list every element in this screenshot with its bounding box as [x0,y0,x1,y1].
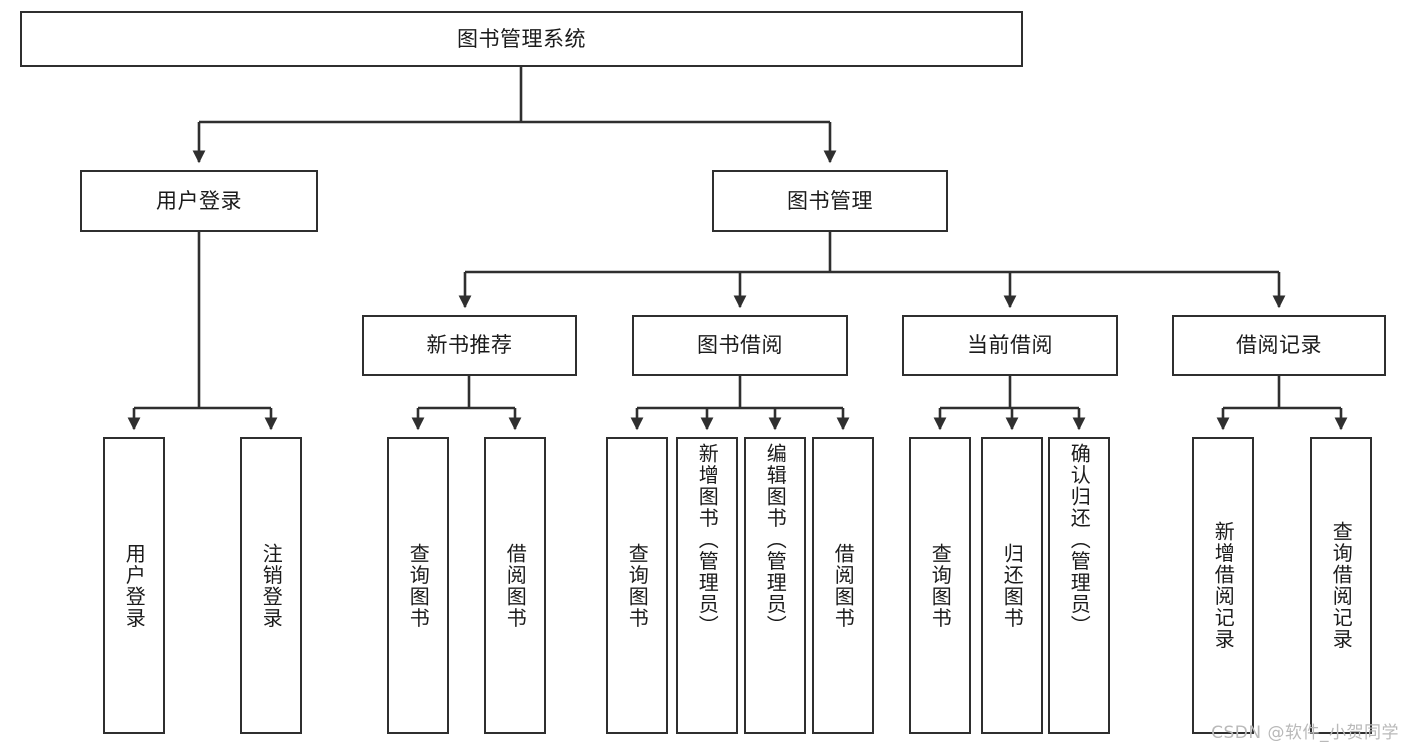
leaf-rec-add-label: 新增借阅记录 [1211,521,1236,650]
node-root[interactable]: 图书管理系统 [20,11,1023,67]
leaf-cur-confirm-label: 确认归还（管理员） [1067,443,1092,637]
node-current-borrow-label: 当前借阅 [967,333,1053,358]
leaf-cur-confirm[interactable]: 确认归还（管理员） [1048,437,1110,734]
leaf-rec-add[interactable]: 新增借阅记录 [1192,437,1254,734]
leaf-user-logout[interactable]: 注销登录 [240,437,302,734]
leaf-borrow-do-label: 借阅图书 [831,542,856,629]
leaf-rec-borrow[interactable]: 借阅图书 [484,437,546,734]
node-book-manage-label: 图书管理 [787,188,873,213]
leaf-rec-query2-label: 查询借阅记录 [1329,521,1354,650]
leaf-cur-return[interactable]: 归还图书 [981,437,1043,734]
leaf-rec-query2[interactable]: 查询借阅记录 [1310,437,1372,734]
leaf-cur-return-label: 归还图书 [1000,542,1025,629]
leaf-cur-query[interactable]: 查询图书 [909,437,971,734]
node-root-label: 图书管理系统 [457,26,586,51]
leaf-user-logout-label: 注销登录 [259,542,284,629]
leaf-borrow-do[interactable]: 借阅图书 [812,437,874,734]
leaf-borrow-add[interactable]: 新增图书（管理员） [676,437,738,734]
node-user-login[interactable]: 用户登录 [80,170,318,232]
node-user-login-label: 用户登录 [156,188,242,213]
leaf-borrow-query-label: 查询图书 [625,542,650,629]
node-borrow-record-label: 借阅记录 [1236,333,1322,358]
node-book-borrow[interactable]: 图书借阅 [632,315,848,376]
leaf-rec-query[interactable]: 查询图书 [387,437,449,734]
node-book-borrow-label: 图书借阅 [697,333,783,358]
leaf-borrow-query[interactable]: 查询图书 [606,437,668,734]
leaf-borrow-add-label: 新增图书（管理员） [695,443,720,637]
leaf-user-login-label: 用户登录 [122,542,147,629]
leaf-cur-query-label: 查询图书 [928,542,953,629]
node-new-book-rec-label: 新书推荐 [426,333,513,358]
leaf-borrow-edit[interactable]: 编辑图书（管理员） [744,437,806,734]
leaf-borrow-edit-label: 编辑图书（管理员） [763,443,788,637]
leaf-rec-borrow-label: 借阅图书 [503,542,528,629]
leaf-rec-query-label: 查询图书 [406,542,431,629]
node-book-manage[interactable]: 图书管理 [712,170,948,232]
node-new-book-rec[interactable]: 新书推荐 [362,315,577,376]
node-borrow-record[interactable]: 借阅记录 [1172,315,1386,376]
csdn-watermark: CSDN @软件_小贺同学 [1211,723,1399,743]
leaf-user-login[interactable]: 用户登录 [103,437,165,734]
node-current-borrow[interactable]: 当前借阅 [902,315,1118,376]
